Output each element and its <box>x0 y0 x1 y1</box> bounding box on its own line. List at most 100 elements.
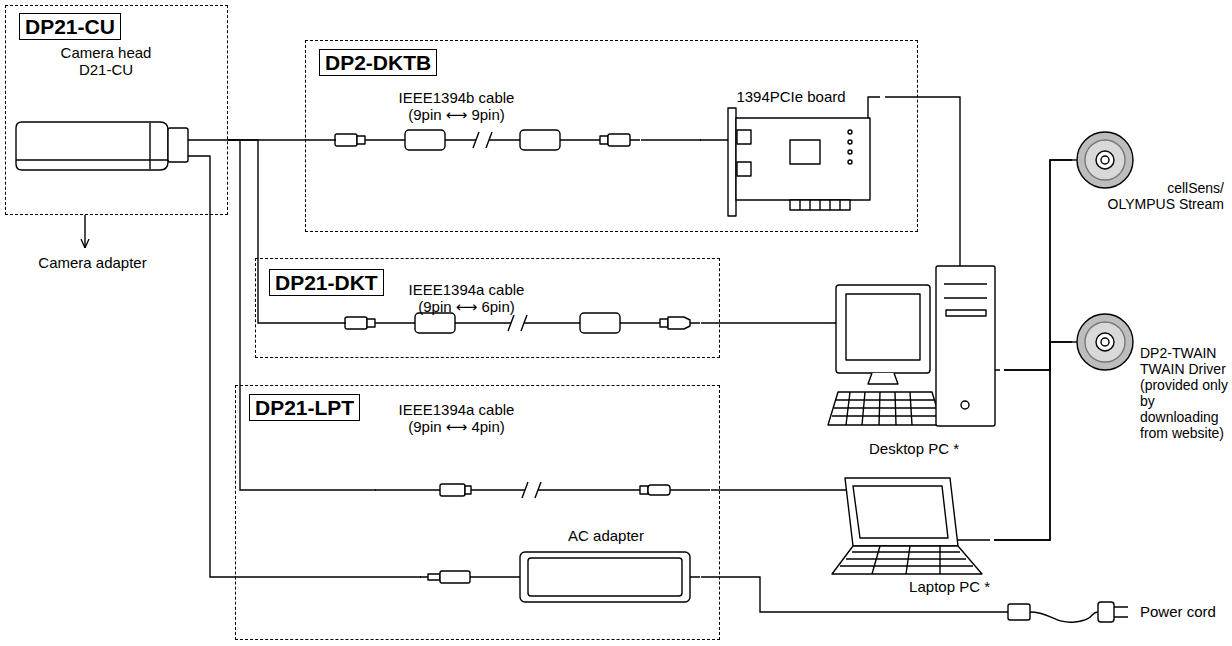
cable-9pin-9pin-part <box>335 134 357 146</box>
cable-9pin-6pin-part <box>508 315 527 331</box>
cable-9pin-9pin-part <box>600 136 608 144</box>
ac-adapter-part <box>520 552 690 602</box>
cable-9pin-6pin-part <box>580 313 620 333</box>
cable-item: IEEE1394a cable (9pin ⟷ 6pin) <box>346 277 701 339</box>
connector-line <box>885 97 960 262</box>
pcie-board-part <box>737 162 751 176</box>
connector-line <box>228 140 376 490</box>
pcie-board-part <box>800 200 840 210</box>
pcie-board-part <box>848 130 852 134</box>
cable-9pin-4pin-part <box>440 484 465 496</box>
item-label: Desktop PC * <box>828 440 1000 457</box>
cable-9pin-4pin-part <box>640 486 648 494</box>
software-disc-part <box>1077 132 1133 188</box>
group-heading: DP21-DKT <box>269 269 384 296</box>
desktop-pc-part <box>836 285 930 373</box>
pcie-board-part <box>736 118 870 200</box>
connector-line <box>711 489 815 490</box>
cable-9pin-9pin-part <box>520 130 560 150</box>
cable-9pin-9pin-part <box>357 136 365 144</box>
cable-item: IEEE1394a cable (9pin ⟷ 4pin) <box>376 399 711 501</box>
item-label: Camera adapter <box>10 254 175 271</box>
group-heading: DP21-LPT <box>249 394 360 421</box>
desktop-pc-part <box>868 373 898 384</box>
item-label: Power cord <box>1140 603 1228 620</box>
pc-item: Laptop PC * <box>815 470 994 600</box>
cable-9pin-6pin-part <box>415 313 455 333</box>
cable-9pin-4pin-part <box>648 485 670 495</box>
dkt-group: DP21-DKT IEEE1394a cable (9pin ⟷ 6pin) <box>255 258 720 358</box>
connector-line <box>1004 160 1072 370</box>
cable-9pin-9pin-part <box>473 132 492 148</box>
laptop-pc <box>815 478 990 574</box>
pcie-board-part <box>848 140 852 144</box>
cable-9pin-6pin-part <box>660 319 668 327</box>
desktop-pc-part <box>961 401 969 409</box>
power-cord <box>1000 602 1128 622</box>
laptop-pc-part <box>845 478 958 546</box>
software-item: cellSens/ OLYMPUS Stream <box>1072 130 1230 218</box>
camera-group: DP21-CU Camera head D21-CU <box>5 5 228 215</box>
driver-disc-part <box>1101 338 1109 346</box>
cable-9pin-4pin <box>375 482 710 498</box>
connector-line <box>641 139 701 140</box>
cable-9pin-4pin-part <box>522 482 541 498</box>
item-label: Camera head D21-CU <box>51 44 161 79</box>
item-label: cellSens/ OLYMPUS Stream <box>1100 180 1224 212</box>
driver-disc-part <box>1077 314 1133 370</box>
software-disc <box>1072 132 1133 188</box>
item-label: IEEE1394a cable (9pin ⟷ 6pin) <box>404 281 529 316</box>
cable-9pin-4pin-part <box>465 486 471 494</box>
camera-head-part <box>16 159 168 160</box>
adapter-callout: Camera adapter <box>10 248 179 278</box>
software-disc-part <box>1072 159 1077 160</box>
item-label: DP2-TWAIN TWAIN Driver (provided only by… <box>1140 345 1228 442</box>
software-disc-part <box>1096 151 1114 169</box>
item-label: IEEE1394b cable (9pin ⟷ 9pin) <box>394 89 519 124</box>
cable-9pin-6pin <box>345 313 700 333</box>
adapter-item: AC adapter <box>421 523 701 611</box>
pcie-board-part <box>790 140 820 164</box>
camera-head <box>16 122 228 215</box>
pcie-board-part <box>848 150 852 154</box>
camera-head-part <box>188 140 228 215</box>
pcie-board-part <box>848 160 852 164</box>
desktop-pc-part <box>832 392 939 425</box>
dktb-group: DP2-DKTBIEEE1394b cable (9pin ⟷ 9pin)139… <box>305 40 918 232</box>
connector-line <box>994 160 1072 540</box>
desktop-pc-part <box>828 392 942 425</box>
desktop-pc-part <box>944 284 987 298</box>
cable-9pin-9pin-part <box>608 134 630 146</box>
driver-disc-part <box>1072 341 1077 342</box>
cable-9pin-9pin-part <box>405 130 445 150</box>
item-label: 1394PCIe board <box>701 88 881 105</box>
group-heading: DP21-CU <box>19 13 121 40</box>
software-disc-part <box>1085 140 1125 180</box>
connector-line <box>84 215 85 248</box>
connector-line <box>701 577 1000 612</box>
desktop-pc-part <box>936 266 995 426</box>
driver-disc-part <box>1096 333 1114 351</box>
lpt-group: DP21-LPT IEEE1394a cable (9pin ⟷ 4pin) AC … <box>235 385 720 640</box>
pcie-board-part <box>737 130 751 144</box>
cable-item: IEEE1394b cable (9pin ⟷ 9pin) <box>336 89 641 189</box>
power-cord-part <box>1008 604 1030 620</box>
desktop-pc <box>828 262 1000 426</box>
ac-adapter-part <box>428 574 440 580</box>
ac-adapter <box>420 552 700 602</box>
connector-line <box>701 322 828 323</box>
pcie-board <box>700 97 880 216</box>
pcie-board-part <box>790 200 850 210</box>
desktop-pc-part <box>846 294 920 360</box>
driver-disc <box>1072 314 1133 370</box>
item-label: Laptop PC * <box>885 578 990 595</box>
ac-adapter-part <box>440 571 470 583</box>
cord-item: Power cord <box>1000 598 1232 638</box>
pcie-board-part <box>728 108 736 216</box>
board-item: 1394PCIe board <box>701 86 885 221</box>
pc-item: Desktop PC * <box>828 262 1004 462</box>
driver-disc-part <box>1085 322 1125 362</box>
